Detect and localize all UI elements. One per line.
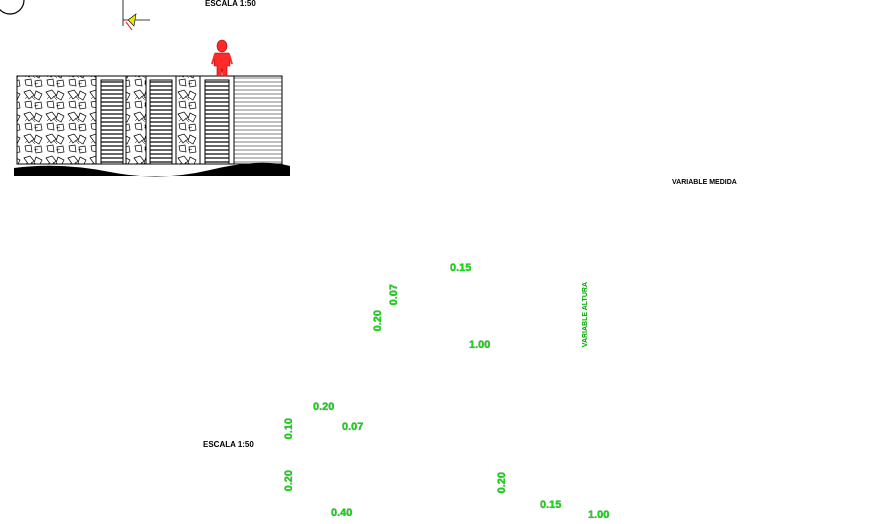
child-figure-icon bbox=[211, 39, 233, 77]
rail-dim-top: 0.15 bbox=[450, 262, 472, 274]
stair-dim-v1: 0.10 bbox=[283, 418, 295, 440]
fence-dim-bottom-b: 1.00 bbox=[588, 509, 610, 521]
stair-dim-v2: 0.20 bbox=[283, 470, 295, 492]
fence-dim-v: 0.20 bbox=[496, 472, 508, 494]
fence-dim-bottom-a: 0.15 bbox=[540, 499, 562, 511]
rail-dim-v2: 0.20 bbox=[372, 310, 384, 332]
stair-dim-mid: 0.07 bbox=[342, 421, 364, 433]
stair-dim-top: 0.20 bbox=[313, 401, 335, 413]
north-arrow-icon bbox=[0, 0, 150, 31]
variable-medida-label: VARIABLE MEDIDA bbox=[672, 179, 737, 186]
scale-label-top: ESCALA 1:50 bbox=[205, 0, 256, 8]
rail-dim-bottom: 1.00 bbox=[469, 339, 491, 351]
rail-dim-v1: 0.07 bbox=[388, 284, 400, 306]
stair-dim-bottom: 0.40 bbox=[331, 507, 353, 519]
variable-altura-label: VARIABLE ALTURA bbox=[582, 282, 589, 348]
front-elevation-view bbox=[14, 39, 290, 177]
scale-label-plan: ESCALA 1:50 bbox=[203, 440, 254, 449]
